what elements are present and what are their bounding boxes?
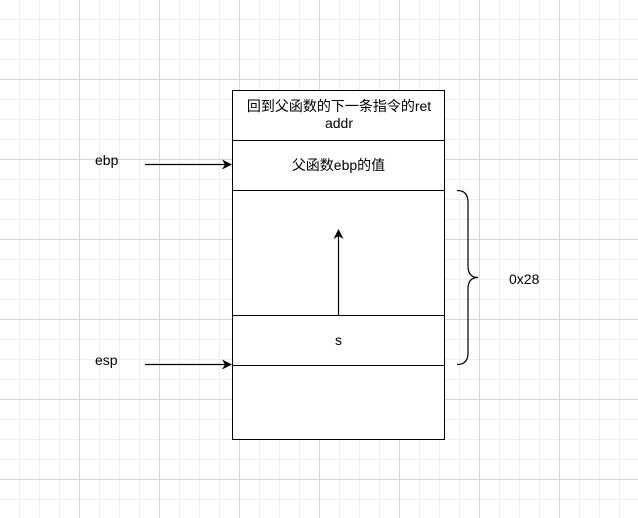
return-address-label: 回到父函数的下一条指令的ret addr: [246, 98, 432, 131]
buffer-label: s: [335, 332, 342, 348]
size-brace: [456, 189, 479, 366]
ebp-label: ebp: [95, 152, 119, 168]
esp-label: esp: [95, 352, 118, 368]
saved-ebp-label: 父函数ebp的值: [291, 157, 386, 173]
size-label: 0x28: [509, 271, 540, 287]
